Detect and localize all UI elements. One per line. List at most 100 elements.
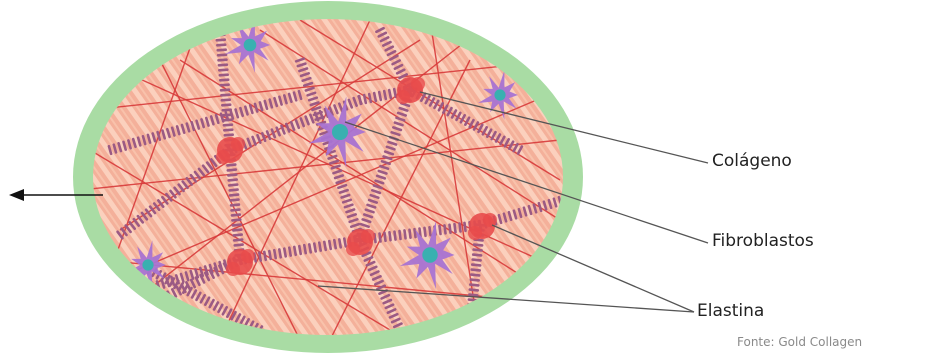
collagen-bead [394, 89, 396, 97]
collagen-bead [319, 243, 320, 251]
collagen-bead [264, 252, 265, 260]
collagen-bead [231, 205, 239, 206]
collagen-bead [474, 245, 482, 246]
collagen-bead [221, 85, 229, 86]
collagen-bead [390, 232, 391, 240]
collagen-bead [473, 260, 481, 261]
collagen-bead [228, 175, 236, 176]
fiber-junction [483, 213, 497, 227]
collagen-bead [474, 250, 482, 251]
collagen-bead [217, 45, 225, 46]
collagen-bead [471, 275, 479, 276]
collagen-bead [304, 245, 305, 253]
collagen-bead [269, 251, 270, 259]
collagen-bead [219, 60, 227, 61]
collagen-bead [415, 229, 416, 237]
collagen-bead [284, 249, 285, 257]
collagen-bead [222, 100, 230, 101]
collagen-bead [380, 234, 381, 242]
collagen-bead [359, 96, 361, 104]
collagen-bead [440, 226, 441, 234]
collagen-bead [233, 230, 241, 231]
collagen-bead [230, 190, 238, 191]
collagen-bead [314, 244, 315, 252]
fiber-junction [226, 262, 240, 276]
collagen-bead [385, 233, 386, 241]
collagen-bead [410, 230, 411, 238]
collagen-bead [114, 295, 116, 303]
fibroblasts-label: Fibroblastos [712, 231, 814, 251]
fiber-junction [468, 226, 482, 240]
collagen-label: Colágeno [712, 151, 792, 171]
collagen-bead [218, 50, 226, 51]
collagen-bead [259, 253, 260, 261]
collagen-bead [445, 225, 446, 233]
collagen-bead [234, 235, 242, 236]
collagen-bead [229, 185, 237, 186]
collagen-bead [339, 239, 340, 247]
collagen-bead [223, 115, 231, 116]
collagen-bead [430, 227, 431, 235]
collagen-bead [470, 290, 478, 291]
collagen-bead [224, 130, 232, 131]
collagen-bead [109, 296, 111, 304]
collagen-bead [224, 120, 232, 121]
collagen-bead [234, 240, 242, 241]
collagen-bead [229, 180, 237, 181]
collagen-bead [222, 105, 230, 106]
collagen-bead [233, 225, 241, 226]
collagen-bead [119, 293, 121, 301]
collagen-bead [395, 232, 396, 240]
collagen-bead [227, 165, 235, 166]
collagen-bead [217, 40, 225, 41]
collagen-bead [425, 228, 426, 236]
fiber-junction [411, 77, 425, 91]
collagen-bead [218, 55, 226, 56]
collagen-bead [219, 70, 227, 71]
collagen-bead [466, 330, 474, 331]
collagen-bead [224, 125, 232, 126]
fiber-junction [231, 137, 245, 151]
collagen-bead [123, 292, 125, 300]
collagen-bead [221, 95, 229, 96]
collagen-bead [324, 242, 325, 250]
fibroblast-nucleus [244, 39, 257, 52]
collagen-bead [344, 239, 345, 247]
collagen-bead [231, 200, 239, 201]
collagen-bead [472, 270, 480, 271]
collagen-bead [223, 110, 231, 111]
collagen-bead [221, 90, 229, 91]
fibroblast-nucleus [494, 89, 505, 100]
fiber-junction [361, 229, 375, 243]
collagen-bead [220, 75, 228, 76]
collagen-bead [460, 224, 461, 232]
collagen-bead [232, 220, 240, 221]
collagen-bead [455, 224, 456, 232]
collagen-bead [232, 210, 240, 211]
collagen-bead [473, 255, 481, 256]
collagen-bead [467, 325, 475, 326]
collagen-bead [450, 225, 451, 233]
collagen-bead [232, 215, 240, 216]
collagen-bead [309, 244, 310, 252]
collagen-bead [469, 295, 477, 296]
dermis-section [73, 1, 583, 353]
fiber-junction [241, 249, 255, 263]
collagen-bead [472, 265, 480, 266]
collagen-bead [334, 240, 335, 248]
collagen-bead [274, 250, 275, 258]
collagen-bead [379, 92, 381, 100]
collagen-bead [235, 245, 243, 246]
collagen-bead [128, 290, 130, 298]
collagen-bead [471, 280, 479, 281]
fiber-junction [396, 90, 410, 104]
collagen-bead [225, 135, 233, 136]
collagen-bead [219, 65, 227, 66]
collagen-bead [294, 247, 295, 255]
collagen-bead [400, 231, 401, 239]
fibroblast-nucleus [332, 124, 348, 140]
collagen-bead [405, 230, 406, 238]
collagen-bead [470, 285, 478, 286]
collagen-bead [465, 223, 466, 231]
